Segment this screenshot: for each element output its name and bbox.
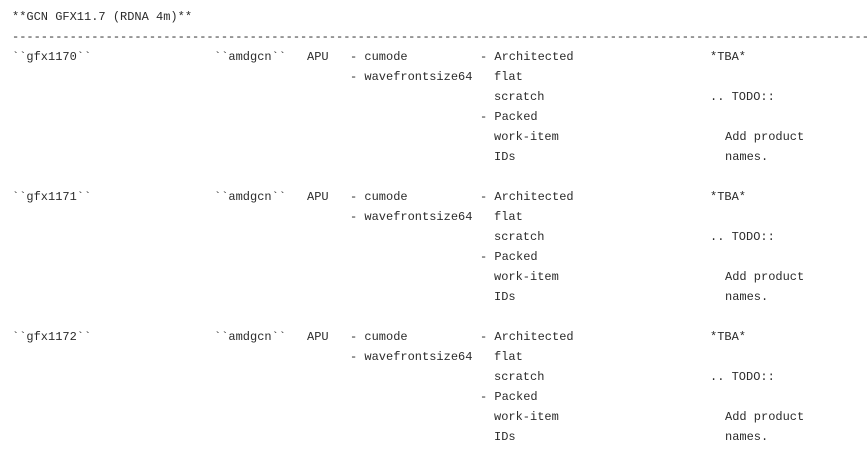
architecture: ``amdgcn`` — [214, 330, 287, 344]
processor-type: APU — [307, 50, 329, 64]
example-products: names. — [725, 290, 769, 304]
target-property: work-item — [494, 270, 559, 284]
target-feature: - wavefrontsize64 — [350, 70, 473, 84]
target-property: flat — [494, 210, 523, 224]
processor-name: ``gfx1171`` — [12, 190, 92, 204]
target-property: scratch — [494, 230, 545, 244]
section-heading: **GCN GFX11.7 (RDNA 4m)** — [12, 10, 193, 24]
processor-name: ``gfx1170`` — [12, 50, 92, 64]
example-products: Add product — [725, 130, 805, 144]
target-feature: - cumode — [350, 50, 408, 64]
target-property: - Packed — [480, 110, 538, 124]
example-products: .. TODO:: — [710, 230, 775, 244]
target-property: scratch — [494, 370, 545, 384]
target-property: flat — [494, 350, 523, 364]
target-feature: - wavefrontsize64 — [350, 350, 473, 364]
architecture: ``amdgcn`` — [214, 190, 287, 204]
target-property: flat — [494, 70, 523, 84]
target-feature: - cumode — [350, 190, 408, 204]
example-products: .. TODO:: — [710, 370, 775, 384]
processor-type: APU — [307, 190, 329, 204]
target-feature: - cumode — [350, 330, 408, 344]
target-property: - Packed — [480, 250, 538, 264]
target-property: work-item — [494, 130, 559, 144]
target-property: - Packed — [480, 390, 538, 404]
example-products: Add product — [725, 410, 805, 424]
target-property: - Architected — [480, 190, 574, 204]
example-products: *TBA* — [710, 50, 747, 64]
processor-name: ``gfx1172`` — [12, 330, 92, 344]
example-products: *TBA* — [710, 330, 747, 344]
processor-type: APU — [307, 330, 329, 344]
target-feature: - wavefrontsize64 — [350, 210, 473, 224]
architecture: ``amdgcn`` — [214, 50, 287, 64]
target-property: scratch — [494, 90, 545, 104]
target-property: - Architected — [480, 330, 574, 344]
example-products: .. TODO:: — [710, 90, 775, 104]
example-products: Add product — [725, 270, 805, 284]
target-property: - Architected — [480, 50, 574, 64]
target-property: IDs — [494, 430, 516, 444]
target-property: IDs — [494, 150, 516, 164]
table-rule: ----------------------------------------… — [12, 30, 868, 44]
target-property: work-item — [494, 410, 559, 424]
example-products: *TBA* — [710, 190, 747, 204]
target-property: IDs — [494, 290, 516, 304]
example-products: names. — [725, 150, 769, 164]
example-products: names. — [725, 430, 769, 444]
